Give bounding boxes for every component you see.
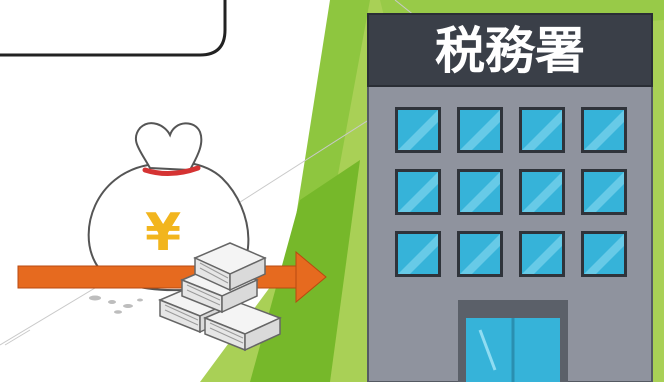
window-glare bbox=[522, 234, 562, 274]
window-glare bbox=[584, 234, 624, 274]
pebble bbox=[114, 310, 122, 314]
callout-box bbox=[0, 0, 227, 57]
pebble bbox=[89, 295, 101, 301]
cash-bundle bbox=[193, 242, 267, 292]
window-grid bbox=[395, 107, 627, 277]
window-glare bbox=[398, 172, 438, 212]
pebble bbox=[137, 298, 143, 302]
window-glare bbox=[522, 110, 562, 150]
door-glare bbox=[478, 329, 497, 371]
window-glare bbox=[460, 234, 500, 274]
cash-lines bbox=[164, 262, 244, 344]
cash-stack-icon bbox=[158, 242, 282, 352]
window-glare bbox=[522, 172, 562, 212]
window-glare bbox=[398, 110, 438, 150]
pebble bbox=[123, 304, 133, 308]
window-glare bbox=[460, 172, 500, 212]
pebble bbox=[108, 300, 116, 304]
tax-office-building-icon: 税務署 bbox=[367, 13, 653, 382]
building-sign-panel bbox=[367, 13, 653, 87]
deco-line bbox=[4, 329, 31, 346]
yen-icon: ¥ bbox=[145, 203, 181, 263]
window-glare bbox=[584, 172, 624, 212]
building-sign-text: 税務署 bbox=[435, 22, 585, 80]
window-glare bbox=[460, 110, 500, 150]
window-glare bbox=[584, 110, 624, 150]
window-glare bbox=[398, 234, 438, 274]
